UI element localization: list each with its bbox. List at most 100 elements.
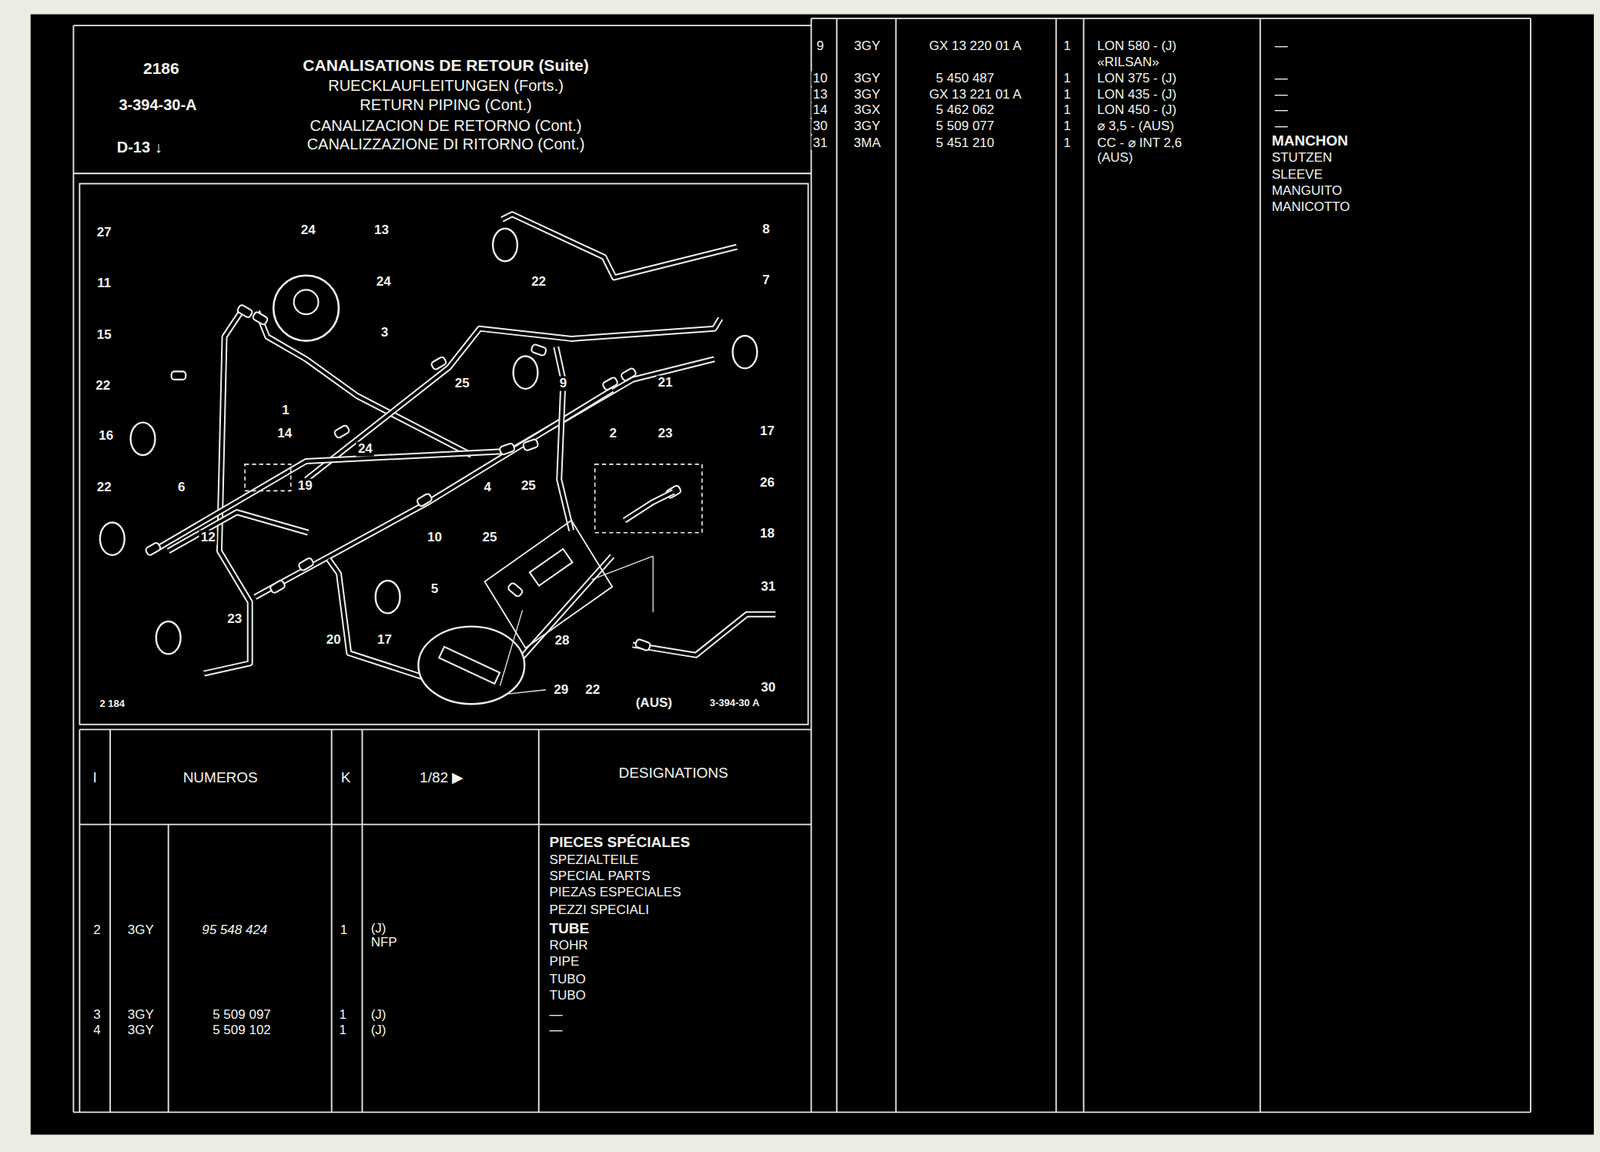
pipe-outline: [632, 614, 777, 656]
detail-frame: [244, 464, 292, 491]
table-cell: GX 13 221 01 A: [927, 87, 1024, 103]
table-cell: PIPE: [548, 954, 582, 970]
frame-line: [331, 729, 333, 1112]
pipe-inner: [632, 614, 777, 656]
table-cell: SPECIAL PARTS: [548, 869, 653, 884]
frame-line: [1082, 18, 1085, 1112]
callout-number: 25: [453, 376, 472, 392]
table-cell: —: [1273, 103, 1290, 118]
pipe-inner: [153, 358, 715, 551]
table-cell: 2: [91, 923, 102, 938]
frame-line: [836, 18, 838, 1112]
film-ground: [30, 14, 1594, 1135]
sleeve-part: [269, 579, 286, 594]
callout-number: (AUS): [634, 696, 674, 711]
table-cell: 3GY: [852, 119, 882, 134]
callout-number: 18: [758, 526, 777, 542]
table-cell: 5 462 062: [934, 103, 997, 118]
table-cell: GX 13 220 01 A: [927, 38, 1024, 54]
reservoir-symbol: [273, 275, 339, 342]
table-cell: —: [548, 1007, 565, 1023]
callout-number: 31: [759, 579, 777, 595]
callout-number: 1: [280, 402, 291, 418]
sleeve-part: [297, 557, 315, 572]
pipe-outline: [168, 512, 309, 551]
sleeve-part: [251, 311, 268, 325]
sleeve-part: [144, 542, 161, 556]
sleeve-part: [416, 492, 433, 507]
callout-number: 13: [372, 223, 391, 238]
header-text: RETURN PIPING (Cont.): [358, 96, 533, 114]
table-cell: 3GY: [852, 87, 882, 103]
table-cell: 5 450 487: [934, 71, 997, 87]
callout-number: 23: [656, 426, 674, 442]
callout-number: 3-394-30 A: [708, 697, 762, 709]
callout-number: 5: [429, 581, 440, 596]
table-cell: 3GY: [852, 71, 882, 87]
table-cell: SLEEVE: [1270, 167, 1325, 182]
injector-symbol: [513, 355, 539, 389]
sleeve-part: [507, 582, 524, 598]
table-cell: 5 451 210: [934, 135, 997, 151]
frame-line: [73, 24, 811, 27]
table-cell: LON 580 - (J): [1095, 38, 1179, 54]
table-cell: 30: [811, 119, 830, 134]
table-cell: TUBE: [548, 920, 592, 937]
frame-line: [1529, 18, 1532, 1112]
table-cell: —: [1273, 71, 1290, 87]
callout-number: 8: [760, 222, 771, 238]
callout-number: 25: [481, 530, 499, 546]
table-cell: SPEZIALTEILE: [548, 853, 641, 868]
header-text: CANALIZACION DE RETORNO (Cont.): [308, 117, 584, 134]
table-cell: 5 509 097: [210, 1007, 273, 1023]
leader-line: [508, 689, 546, 694]
callout-number: 22: [95, 480, 114, 496]
table-cell: ROHR: [548, 938, 590, 954]
table-cell: 1: [1061, 103, 1072, 118]
header-text: 3-394-30-A: [117, 96, 198, 114]
table-cell: TUBO: [548, 972, 588, 988]
table-cell: MANCHON: [1270, 132, 1350, 149]
injector-symbol: [156, 621, 181, 654]
callout-number: 2: [608, 426, 619, 442]
page-title: CANALISATIONS DE RETOUR (Suite): [301, 56, 590, 74]
table-cell: 3MA: [852, 135, 883, 151]
callout-number: 14: [275, 426, 294, 442]
callout-number: 24: [299, 223, 318, 238]
sleeve-part: [530, 343, 547, 356]
sleeve-part: [430, 355, 447, 370]
header-text: D-13 ↓: [115, 138, 165, 156]
callout-number: 10: [425, 530, 444, 546]
callout-number: 29: [552, 682, 570, 697]
table-cell: 3GY: [126, 923, 156, 938]
table-cell: TUBO: [548, 988, 588, 1004]
callout-number: 17: [375, 632, 394, 647]
callout-number: 4: [482, 480, 493, 496]
sleeve-part: [620, 367, 637, 382]
table-cell: 3: [91, 1007, 102, 1023]
table-cell: DESIGNATIONS: [616, 765, 730, 782]
table-cell: PIECES SPÉCIALES: [548, 834, 693, 851]
injector-symbol: [492, 228, 518, 262]
table-cell: (J): [369, 1007, 389, 1023]
callout-number: 9: [558, 376, 569, 392]
injector-symbol: [100, 522, 125, 555]
reservoir-cap: [294, 289, 319, 315]
callout-number: 22: [529, 274, 548, 289]
table-cell: ⌀ 3,5 - (AUS): [1095, 119, 1176, 134]
table-cell: 1: [1061, 71, 1072, 87]
valve-symbol: [529, 548, 573, 586]
table-cell: —: [1273, 38, 1290, 54]
table-cell: —: [548, 1023, 565, 1038]
table-cell: 1: [1061, 119, 1072, 134]
table-cell: PEZZI SPECIALI: [548, 903, 651, 918]
frame-line: [895, 18, 898, 1112]
frame-line: [1259, 18, 1262, 1112]
sleeve-part: [602, 376, 619, 391]
callout-number: 12: [199, 530, 218, 546]
injector-symbol: [375, 580, 401, 613]
pipe-outline: [624, 492, 674, 521]
callout-number: 24: [374, 274, 393, 289]
